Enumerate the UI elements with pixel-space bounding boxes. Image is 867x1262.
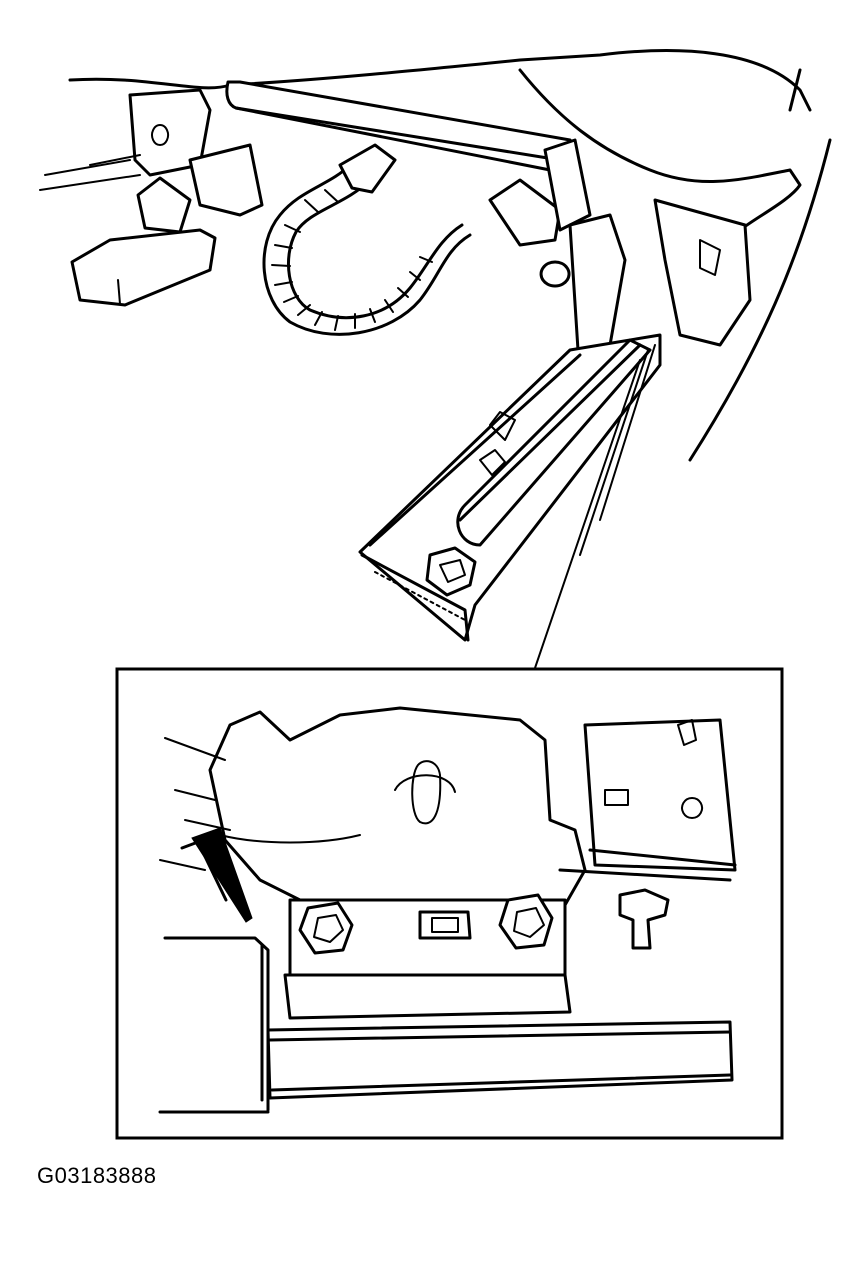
pivot-bracket bbox=[488, 178, 562, 247]
detail-inset bbox=[115, 667, 784, 1140]
floor-lines-left bbox=[39, 154, 141, 191]
seat-track-slots bbox=[479, 411, 516, 476]
mounting-bolt-overview bbox=[425, 546, 477, 597]
left-bracket-slot bbox=[151, 124, 170, 146]
seat-track-inner bbox=[456, 338, 652, 547]
inset-rail-upper bbox=[283, 973, 572, 1020]
callout-leader-2 bbox=[579, 344, 656, 556]
seat-cushion-outline bbox=[68, 49, 812, 112]
inset-right-clip bbox=[604, 719, 697, 806]
wiring-harness bbox=[262, 163, 472, 336]
inset-housing bbox=[208, 706, 587, 907]
inset-rail-line bbox=[268, 1030, 732, 1092]
pivot-knob bbox=[539, 260, 571, 288]
inset-center-slot-inner bbox=[431, 917, 459, 933]
inset-center-slot bbox=[418, 910, 472, 940]
inset-seat-lines bbox=[159, 737, 231, 871]
figure-id-label: G03183888 bbox=[37, 1163, 157, 1188]
inset-bolt-right bbox=[498, 893, 554, 950]
harness-connector bbox=[338, 143, 397, 194]
pointer-arrow-shaft bbox=[180, 840, 228, 902]
cross-bar-lower bbox=[234, 106, 552, 172]
inset-right-bolt bbox=[681, 797, 704, 819]
seat-track-end bbox=[360, 553, 470, 642]
seat-track-end-dots bbox=[374, 571, 466, 621]
latch-linkage bbox=[136, 176, 192, 234]
seat-track-rail bbox=[358, 333, 662, 642]
seat-track-rail-top bbox=[368, 343, 642, 547]
seat-side-line-2 bbox=[788, 68, 802, 112]
seat-cushion-edge bbox=[518, 68, 802, 232]
inset-right-rail bbox=[558, 848, 737, 882]
inset-right-connector bbox=[618, 888, 670, 950]
harness-segments bbox=[271, 189, 433, 331]
inset-right-bracket bbox=[583, 718, 737, 872]
pointer-arrow-icon bbox=[191, 827, 253, 923]
wiring-harness-outer bbox=[287, 178, 464, 320]
overview-illustration bbox=[39, 49, 832, 669]
latch-knob-edge bbox=[117, 279, 121, 305]
cross-bar bbox=[225, 80, 572, 162]
left-bracket-clip bbox=[188, 143, 264, 217]
right-upper-bracket-detail bbox=[699, 239, 721, 276]
seat-side-line bbox=[688, 138, 832, 462]
pivot-post bbox=[568, 213, 627, 352]
inset-bolt-left bbox=[298, 901, 354, 955]
latch-knob bbox=[70, 228, 217, 307]
inset-housing-ridge bbox=[219, 774, 456, 844]
right-upper-bracket bbox=[653, 198, 752, 347]
callout-leader bbox=[534, 359, 641, 669]
pivot-arm bbox=[543, 138, 592, 232]
inset-housing-slot bbox=[411, 760, 442, 825]
